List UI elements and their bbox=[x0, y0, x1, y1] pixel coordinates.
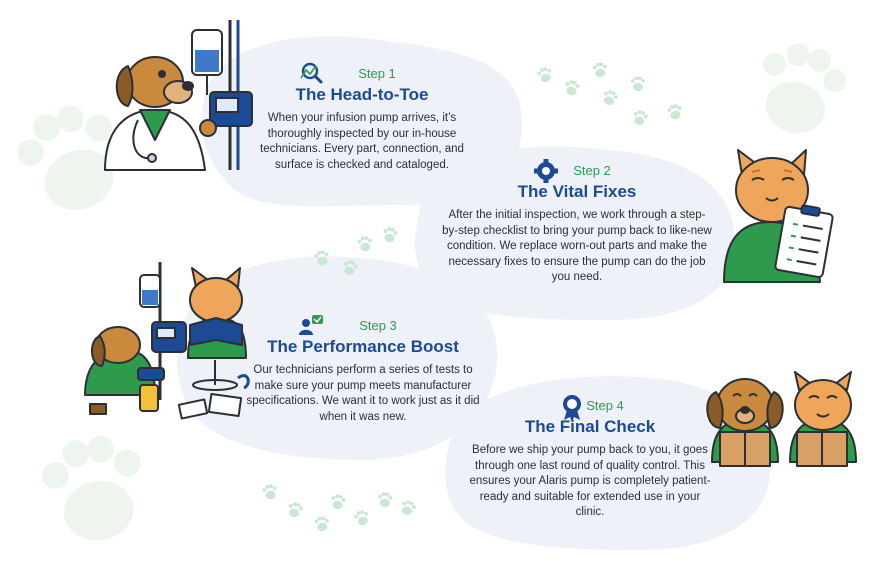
step-4-label: Step 4 bbox=[586, 398, 624, 413]
step-1-label: Step 1 bbox=[358, 66, 396, 81]
gear-icon bbox=[534, 159, 558, 183]
step1-blob bbox=[201, 36, 523, 207]
step-4: Step 4 The Final Check Before we ship yo… bbox=[466, 398, 714, 521]
step-2-description: After the initial inspection, we work th… bbox=[442, 209, 712, 283]
background-blobs bbox=[176, 36, 770, 550]
step-3-description: Our technicians perform a series of test… bbox=[246, 364, 480, 423]
person-checkmark-icon bbox=[299, 315, 323, 335]
step-1: Step 1 The Head-to-Toe When your infusio… bbox=[246, 66, 478, 173]
step-4-header: Step 4 bbox=[466, 398, 714, 413]
step-2-label: Step 2 bbox=[573, 163, 611, 178]
step-3-header: Step 3 bbox=[246, 318, 480, 333]
magnifier-search-icon bbox=[300, 62, 323, 84]
step-3-title: The Performance Boost bbox=[267, 337, 459, 356]
step-1-header: Step 1 bbox=[246, 66, 478, 81]
step-2: Step 2 The Vital Fixes After the initial… bbox=[442, 163, 712, 286]
dog-veterinarian-illustration bbox=[104, 20, 253, 171]
step-1-title: The Head-to-Toe bbox=[295, 85, 429, 104]
step-2-title: The Vital Fixes bbox=[517, 182, 637, 201]
dog-and-cat-with-boxes-illustration bbox=[706, 371, 857, 467]
step2-blob bbox=[414, 146, 736, 320]
step-4-title: The Final Check bbox=[524, 417, 656, 436]
dog-and-cat-testing-illustration bbox=[84, 262, 250, 420]
award-ribbon-icon bbox=[563, 395, 581, 422]
step-3-label: Step 3 bbox=[359, 318, 397, 333]
step-3: Step 3 The Performance Boost Our technic… bbox=[246, 318, 480, 425]
step3-blob bbox=[176, 256, 498, 460]
cat-with-clipboard-illustration bbox=[723, 149, 834, 283]
step4-blob bbox=[445, 376, 770, 550]
step-2-header: Step 2 bbox=[442, 163, 712, 178]
step-1-description: When your infusion pump arrives, it’s th… bbox=[260, 112, 464, 171]
step-4-description: Before we ship your pump back to you, it… bbox=[469, 444, 711, 518]
